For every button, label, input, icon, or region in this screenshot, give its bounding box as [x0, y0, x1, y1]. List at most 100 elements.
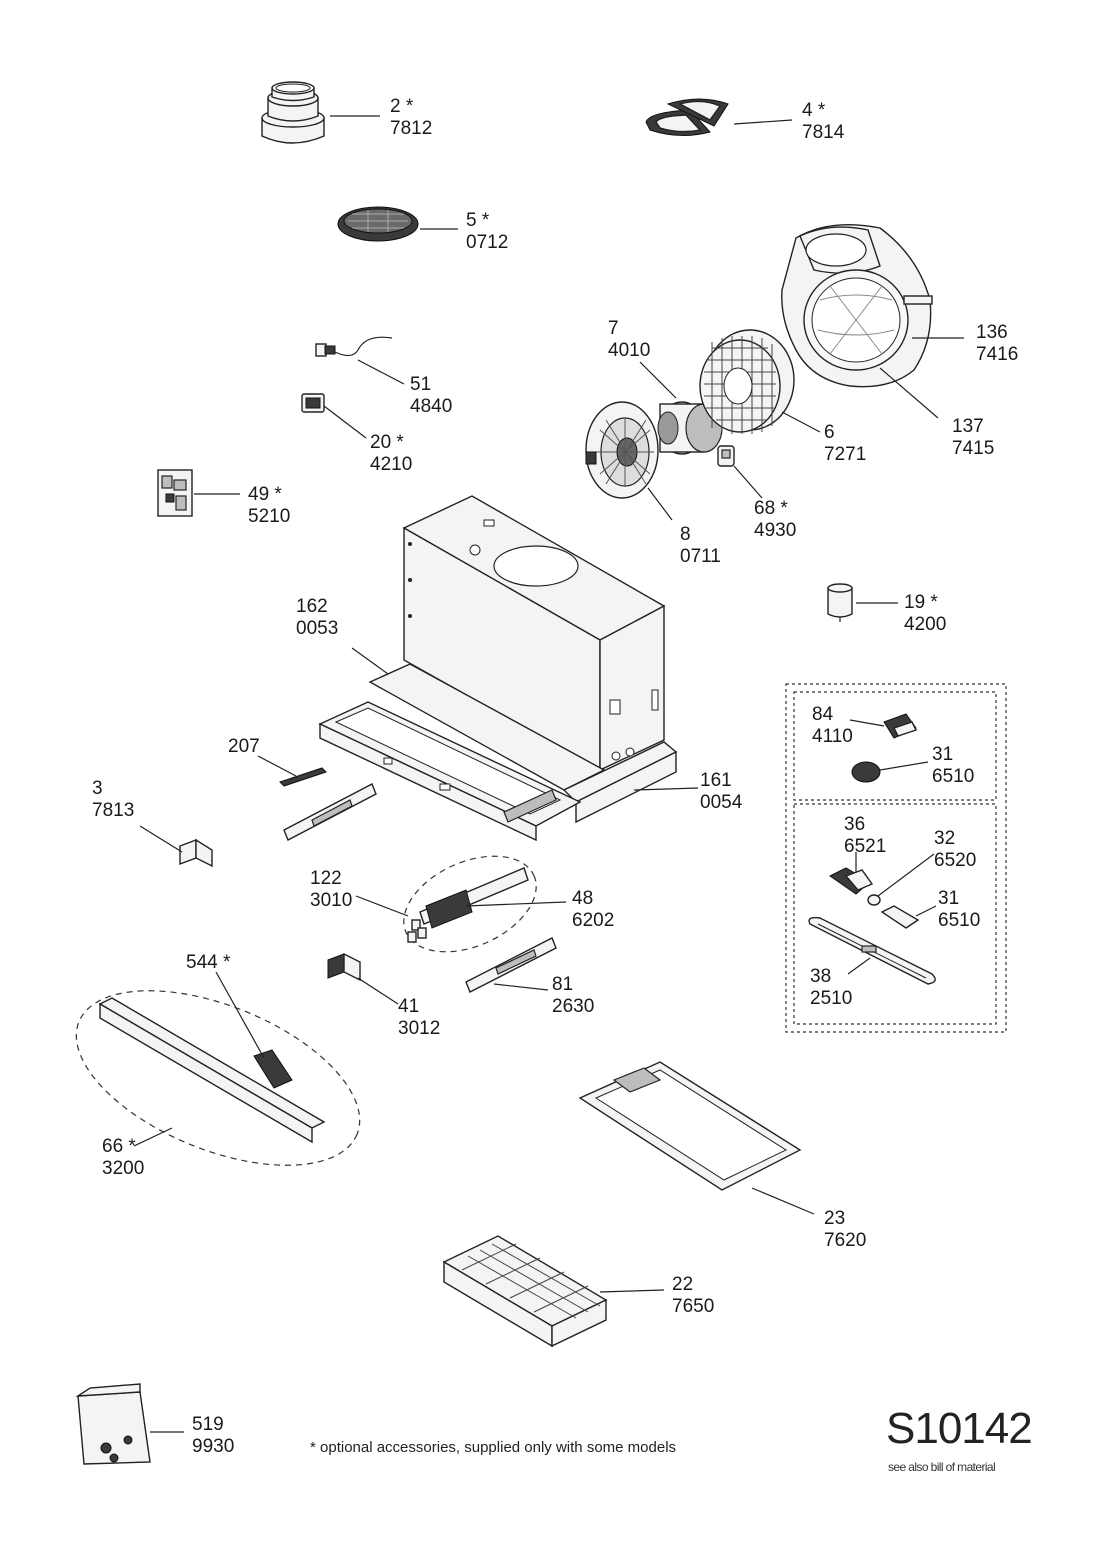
part-31a-ref: 31 [932, 744, 954, 765]
part-68-capacitor-clip [717, 445, 763, 499]
part-122-ref: 122 [310, 868, 342, 889]
part-36-code: 6521 [844, 836, 887, 857]
part-41-code: 3012 [398, 1018, 441, 1039]
telescopic-rail-upper [283, 783, 377, 841]
part-2-duct-connector [261, 81, 380, 144]
label-part-66: 66 *3200 [102, 1136, 144, 1180]
part-31b-code: 6510 [938, 910, 981, 931]
part-51-ref: 51 [410, 374, 432, 395]
accessory-kit-box [785, 683, 1007, 1033]
part-66-front-panel [75, 971, 361, 1166]
part-48-control-unit [355, 855, 567, 953]
part-49-circuit-board [157, 469, 240, 517]
part-8-ref: 8 [680, 524, 691, 545]
part-51-cable [315, 336, 405, 385]
part-5-ref: 5 * [466, 210, 490, 231]
part-3-ref: 3 [92, 778, 103, 799]
label-part-544: 544 * [186, 952, 230, 974]
label-part-20: 20 *4210 [370, 432, 412, 476]
part-84-ref: 84 [812, 704, 834, 725]
part-68-code: 4930 [754, 520, 797, 541]
part-31b-ref: 31 [938, 888, 960, 909]
part-41-holder [327, 952, 399, 1005]
part-519-code: 9930 [192, 1436, 235, 1457]
hood-main-body [318, 495, 699, 842]
part-7-ref: 7 [608, 318, 619, 339]
part-137-code: 7415 [952, 438, 995, 459]
label-part-4: 4 *7814 [802, 100, 844, 144]
part-48-code: 6202 [572, 910, 615, 931]
part-19-capacitor [827, 583, 898, 622]
part-136-code: 7416 [976, 344, 1019, 365]
part-5-code: 0712 [466, 232, 509, 253]
part-162-code: 0053 [296, 618, 339, 639]
part-22-code: 7650 [672, 1296, 715, 1317]
label-part-19: 19 *4200 [904, 592, 946, 636]
part-122-code: 3010 [310, 890, 353, 911]
part-32-ref: 32 [934, 828, 956, 849]
label-part-207: 207 [228, 736, 260, 758]
part-31a-code: 6510 [932, 766, 975, 787]
part-23-code: 7620 [824, 1230, 867, 1251]
part-161-code: 0054 [700, 792, 743, 813]
part-20-ref: 20 * [370, 432, 404, 453]
part-84-code: 4110 [812, 726, 853, 747]
part-3-clip [139, 825, 213, 868]
part-4-split-filter [645, 98, 793, 136]
part-8-code: 0711 [680, 546, 721, 567]
part-23-ref: 23 [824, 1208, 846, 1229]
part-19-code: 4200 [904, 614, 947, 635]
part-4-ref: 4 * [802, 100, 826, 121]
part-49-code: 5210 [248, 506, 291, 527]
part-68-ref: 68 * [754, 498, 788, 519]
part-51-code: 4840 [410, 396, 453, 417]
part-519-ref: 519 [192, 1414, 224, 1435]
part-6-ref: 6 [824, 422, 835, 443]
part-19-ref: 19 * [904, 592, 938, 613]
part-6-impeller [699, 329, 821, 434]
part-3-code: 7813 [92, 800, 135, 821]
part-162-ref: 162 [296, 596, 328, 617]
part-81-telescopic-rail [465, 937, 557, 993]
part-81-code: 2630 [552, 996, 595, 1017]
part-137-ref: 137 [952, 416, 984, 437]
part-7-code: 4010 [608, 340, 651, 361]
part-66-code: 3200 [102, 1158, 145, 1179]
part-20-code: 4210 [370, 454, 413, 475]
part-5-round-filter [337, 206, 458, 242]
part-49-ref: 49 * [248, 484, 282, 505]
part-136-ref: 136 [976, 322, 1008, 343]
part-207-ref: 207 [228, 736, 260, 757]
drawing-number: S10142 [886, 1404, 1033, 1453]
part-8-motor-flange [585, 401, 673, 521]
part-22-filter-cassette [442, 1235, 665, 1348]
part-4-code: 7814 [802, 122, 845, 143]
part-2-code: 7812 [390, 118, 433, 139]
part-41-ref: 41 [398, 996, 420, 1017]
part-6-code: 7271 [824, 444, 867, 465]
part-22-ref: 22 [672, 1274, 694, 1295]
part-207-bracket [257, 755, 327, 787]
label-part-68: 68 *4930 [754, 498, 796, 542]
part-519-screw-bag [75, 1383, 184, 1465]
